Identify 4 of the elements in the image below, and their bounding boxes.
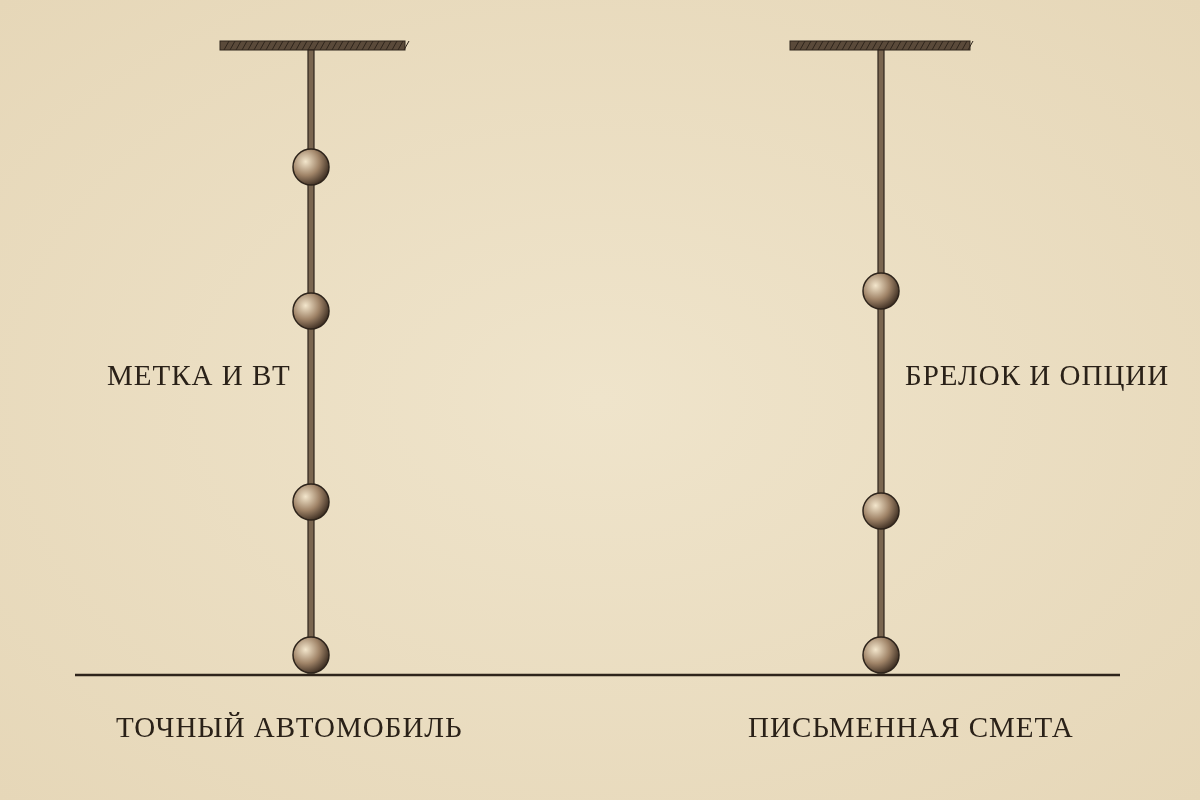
caption-text: БРЕЛОК И ОПЦИИ [905, 361, 1170, 390]
caption-text: МЕТКА И ВТ [107, 361, 291, 390]
caption-text: ПИСЬМЕННАЯ СМЕТА [748, 713, 1074, 742]
caption-text: ТОЧНЫЙ АВТОМОБИЛЬ [116, 713, 463, 742]
